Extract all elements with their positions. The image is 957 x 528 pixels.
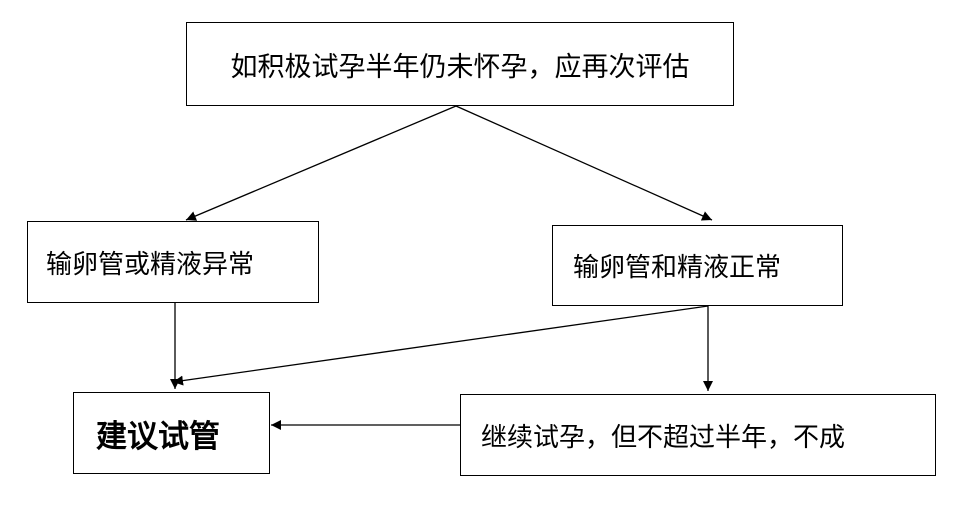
arrow-top-to-right <box>455 105 713 221</box>
node-normal: 输卵管和精液正常 <box>552 225 843 306</box>
arrow-top-to-left <box>185 105 457 221</box>
node-ivf-recommended-label: 建议试管 <box>96 418 220 455</box>
node-abnormal-label: 输卵管或精液异常 <box>46 249 255 280</box>
node-continue-trying-label: 继续试孕，但不超过半年，不成 <box>481 422 846 453</box>
node-abnormal: 输卵管或精液异常 <box>27 221 319 303</box>
arrow-right-to-tube <box>172 305 709 386</box>
node-reassess-label: 如积极试孕半年仍未怀孕，应再次评估 <box>230 51 690 83</box>
node-continue-trying: 继续试孕，但不超过半年，不成 <box>460 394 936 476</box>
node-normal-label: 输卵管和精液正常 <box>573 253 782 283</box>
node-ivf-recommended: 建议试管 <box>73 392 270 474</box>
node-reassess: 如积极试孕半年仍未怀孕，应再次评估 <box>186 22 734 106</box>
